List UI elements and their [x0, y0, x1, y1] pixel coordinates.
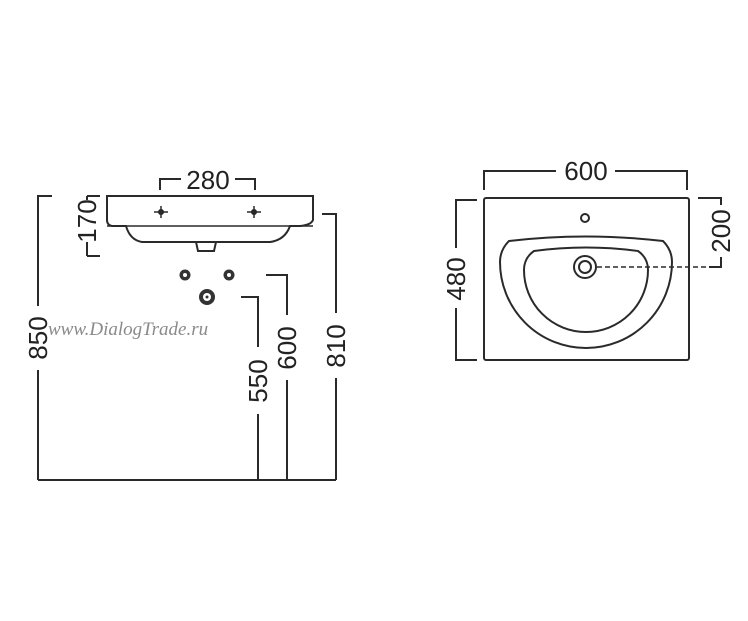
- tap-hole-left-icon: [154, 206, 168, 218]
- dimension-550: [241, 296, 259, 480]
- dimension-200: [698, 197, 722, 268]
- dimension-600-width: [483, 170, 688, 190]
- supply-point-right-icon: [223, 269, 235, 281]
- watermark: www.DialogTrade.ru: [48, 319, 208, 340]
- dimension-170: [86, 195, 100, 257]
- dim-600-width-label: 600: [564, 156, 607, 186]
- dim-600-height-label: 600: [272, 326, 302, 369]
- dim-280-label: 280: [186, 165, 229, 195]
- top-view: 600 480 200: [441, 156, 736, 361]
- basin-top-outline: [483, 197, 690, 361]
- drain-point-icon: [199, 289, 215, 305]
- dim-850-label: 850: [23, 316, 53, 359]
- dim-810-label: 810: [321, 324, 351, 367]
- dimension-480: [455, 199, 477, 361]
- basin-side-outline: [106, 195, 314, 243]
- dimension-280: [159, 178, 256, 190]
- dim-550-label: 550: [243, 359, 273, 402]
- dim-170-label: 170: [72, 199, 102, 242]
- side-view: 280 170 850 550 600: [23, 165, 351, 481]
- dimension-600-height: [266, 274, 288, 480]
- drain-stub: [195, 241, 217, 252]
- drain-top-icon: [573, 255, 597, 279]
- supply-point-left-icon: [179, 269, 191, 281]
- bowl-outer: [498, 235, 674, 349]
- dim-480-label: 480: [441, 257, 471, 300]
- dim-200-label: 200: [706, 209, 736, 252]
- tap-hole-right-icon: [247, 206, 261, 218]
- tap-hole-icon: [580, 213, 590, 223]
- dimension-810: [322, 213, 337, 480]
- bowl-inner: [522, 246, 650, 333]
